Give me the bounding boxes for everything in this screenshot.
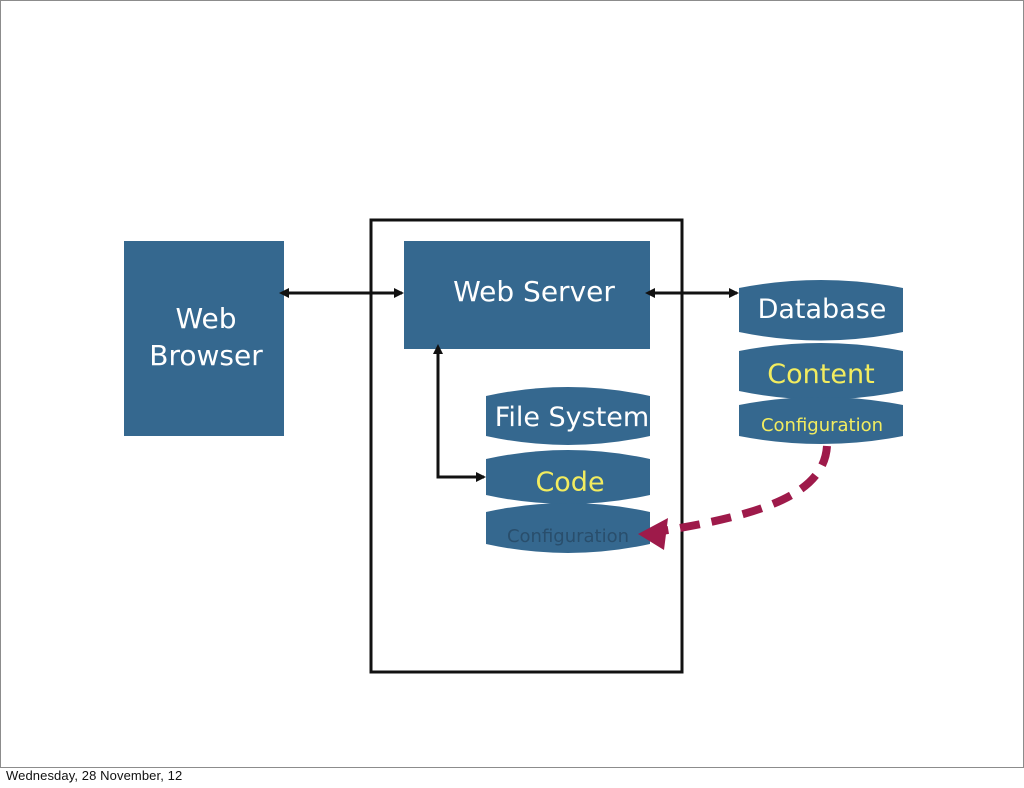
web-browser-label-line2: Browser — [149, 339, 263, 372]
web-browser-label-line1: Web — [175, 302, 236, 335]
file-system-code-label: Code — [535, 467, 604, 498]
configuration-sync-arrowhead — [638, 518, 668, 550]
database-content-label: Content — [767, 359, 874, 390]
slide-footer-date: Wednesday, 28 November, 12 — [6, 768, 183, 783]
file-system-configuration-label: Configuration — [507, 526, 629, 547]
database-header-label: Database — [758, 294, 887, 325]
server-container — [369, 218, 684, 674]
database-cylinder: Database Content Configuration — [739, 280, 903, 444]
file-system-header-label: File System — [495, 402, 649, 433]
web-browser-box: Web Browser — [124, 241, 284, 436]
file-system-cylinder: File System Code Configuration — [486, 387, 650, 553]
database-configuration-label: Configuration — [761, 415, 883, 436]
web-server-box: Web Server — [404, 241, 650, 349]
web-server-label: Web Server — [453, 275, 615, 308]
server-filesystem-arrow — [433, 344, 486, 482]
configuration-sync-arrow — [638, 445, 831, 550]
